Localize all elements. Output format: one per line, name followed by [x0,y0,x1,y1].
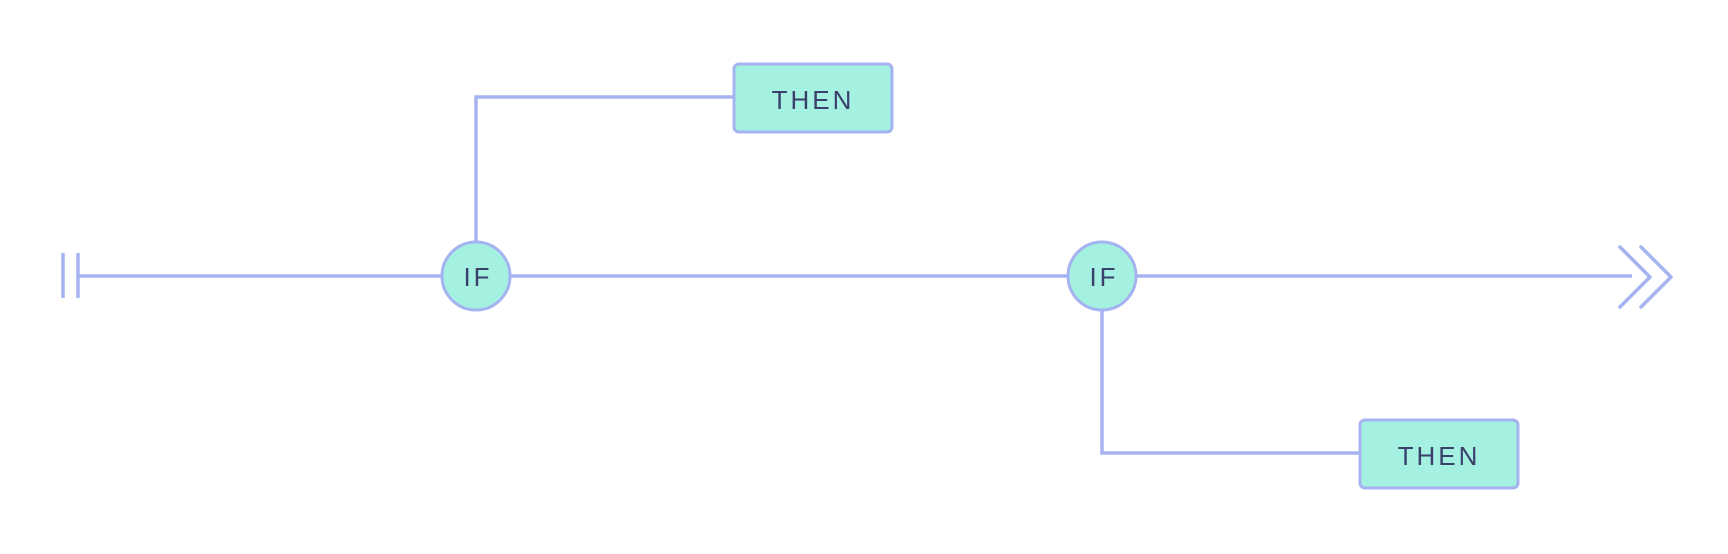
end-chevron-1 [1618,245,1652,309]
then-node-2-label: THEN [1398,441,1481,471]
branch-line-top [474,95,735,242]
if-node-1-label: IF [463,262,492,292]
if-node-1-circle [440,240,512,312]
then-node-1: THEN [732,62,894,134]
if-node-1: IF [440,240,512,312]
if-node-2-label: IF [1089,262,1118,292]
then-node-1-label: THEN [772,85,855,115]
then-node-1-box [732,62,894,134]
if-node-2: IF [1066,240,1138,312]
double-chevron-right-icon [1618,245,1673,309]
end-chevron-2 [1639,245,1673,309]
branch-line-bottom [1100,310,1361,455]
if-node-2-circle [1066,240,1138,312]
then-node-2-box [1358,418,1520,490]
start-bars-icon [61,253,80,298]
then-node-2: THEN [1358,418,1520,490]
